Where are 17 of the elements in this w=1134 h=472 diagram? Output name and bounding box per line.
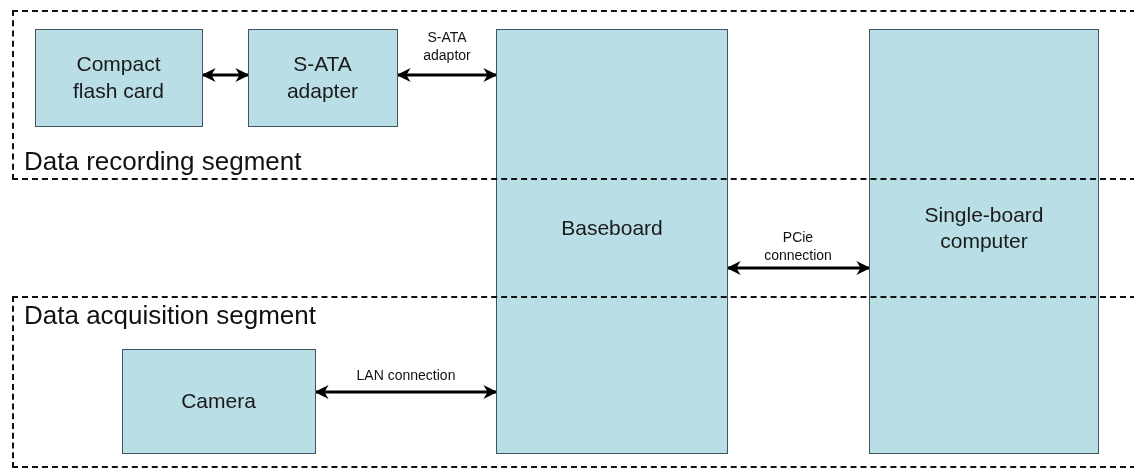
component-box bbox=[869, 29, 1099, 454]
box-label: S-ATA adapter bbox=[285, 51, 360, 104]
double-arrow bbox=[314, 385, 498, 399]
segment-heading: Data recording segment bbox=[24, 146, 302, 177]
double-arrow bbox=[726, 261, 871, 275]
double-arrow bbox=[201, 68, 250, 82]
box-label: Camera bbox=[181, 387, 256, 414]
box-label: Compact flash card bbox=[71, 51, 165, 104]
segment-region bbox=[12, 296, 1134, 468]
segment-heading: Data acquisition segment bbox=[24, 300, 316, 331]
component-box bbox=[247, 28, 398, 127]
component-box bbox=[121, 348, 316, 454]
box-label: Baseboard bbox=[561, 215, 663, 241]
component-box bbox=[34, 28, 203, 127]
box-label: Single-board computer bbox=[923, 202, 1045, 255]
double-arrow bbox=[396, 68, 498, 82]
component-box bbox=[496, 29, 728, 454]
